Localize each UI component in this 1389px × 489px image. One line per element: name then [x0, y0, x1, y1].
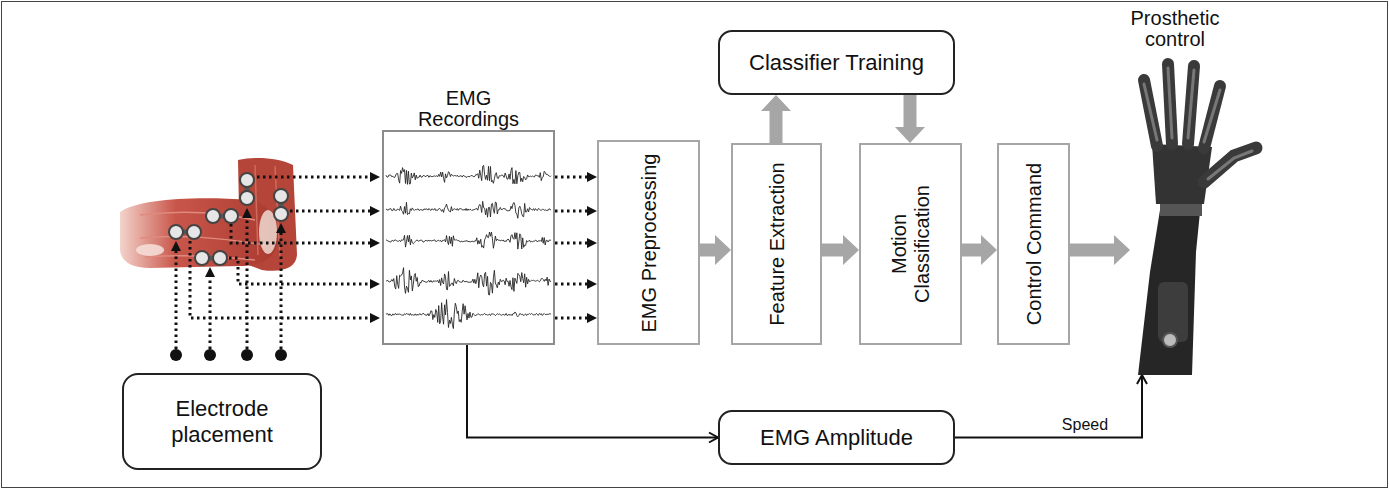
finger-sheen [1204, 90, 1220, 142]
edge-label: Speed [1059, 416, 1111, 434]
prosthesis-wrist [1160, 202, 1202, 216]
emg-trace [386, 165, 551, 184]
emg-trace [386, 300, 551, 329]
signal-wire [190, 241, 370, 318]
box-label: Motion Classification [888, 169, 934, 319]
signal-arrow [555, 283, 587, 286]
prosthetic-hand [1130, 52, 1270, 375]
electrode-dot [275, 349, 287, 361]
flow-arrow [1070, 244, 1114, 257]
flow-arrow [962, 244, 981, 257]
rounded-box: Classifier Training [718, 30, 955, 95]
leader-line [209, 277, 212, 349]
prosthesis-button [1163, 333, 1177, 347]
process-box: Feature Extraction [731, 143, 822, 345]
signal-arrow [555, 176, 587, 179]
prosthesis-image: Prosthetic control [1130, 52, 1270, 375]
heading: EMG Recordings [406, 88, 531, 130]
electrode-leaders [176, 177, 370, 349]
electrode-dots [170, 349, 287, 361]
leader-line [280, 233, 283, 349]
rounded-box: EMG Amplitude [718, 410, 955, 465]
tendon [136, 244, 164, 256]
finger-sheen [1168, 68, 1172, 138]
process-box: Motion Classification [859, 143, 962, 345]
signal-wire [229, 258, 370, 284]
electrode [187, 225, 201, 239]
process-box: Control Command [997, 143, 1070, 345]
heading: Prosthetic control [1115, 8, 1235, 50]
signal-wire [231, 224, 370, 243]
recordings-panel: EMG Recordings [382, 130, 555, 345]
finger-sheen [1208, 151, 1252, 179]
electrode-dot [170, 349, 182, 361]
signal-arrow [555, 317, 587, 320]
electrodes [169, 173, 288, 265]
prosthesis-finger [1188, 66, 1194, 144]
box-label: EMG Amplitude [760, 425, 913, 450]
flow-arrow [822, 244, 843, 257]
box-label: Feature Extraction [765, 162, 788, 325]
electrode [274, 207, 288, 221]
leader-line [175, 251, 178, 349]
signal-wire [257, 176, 370, 179]
flow-arrow [700, 244, 715, 257]
prosthesis-forearm [1138, 210, 1200, 375]
arm-illustration [120, 158, 297, 271]
prosthesis-finger [1144, 80, 1157, 146]
control-line [955, 375, 1142, 438]
electrode [274, 189, 288, 203]
flow-arrow [770, 111, 783, 143]
box-label: EMG Preprocessing [637, 153, 660, 332]
finger-sheen [1144, 84, 1157, 140]
electrode [213, 251, 227, 265]
prosthesis-finger [1168, 64, 1172, 144]
electrode-dot [241, 349, 253, 361]
electrode [206, 209, 220, 223]
signal-wire [290, 210, 370, 213]
prosthesis-finger [1204, 86, 1220, 148]
rounded-box: Electrode placement [122, 373, 322, 470]
electrode [240, 191, 254, 205]
process-box: EMG Preprocessing [597, 140, 700, 345]
emg-trace [386, 232, 551, 249]
electrode [195, 251, 209, 265]
flow-arrow [904, 95, 917, 127]
box-label: Electrode placement [147, 396, 297, 447]
finger-sheen [1188, 70, 1194, 138]
prosthesis-thumb [1204, 148, 1256, 182]
emg-trace [386, 268, 551, 295]
signal-arrow [555, 210, 587, 213]
electrode [224, 209, 238, 223]
signal-arrow [555, 242, 587, 245]
forearm-muscle [120, 198, 278, 268]
electrode-dot [204, 349, 216, 361]
box-label: Control Command [1022, 163, 1045, 325]
emg-signals [384, 132, 553, 343]
control-line [467, 345, 718, 438]
electrode [240, 173, 254, 187]
emg-trace [386, 201, 551, 218]
box-label: Classifier Training [749, 50, 924, 75]
electrode [169, 225, 183, 239]
